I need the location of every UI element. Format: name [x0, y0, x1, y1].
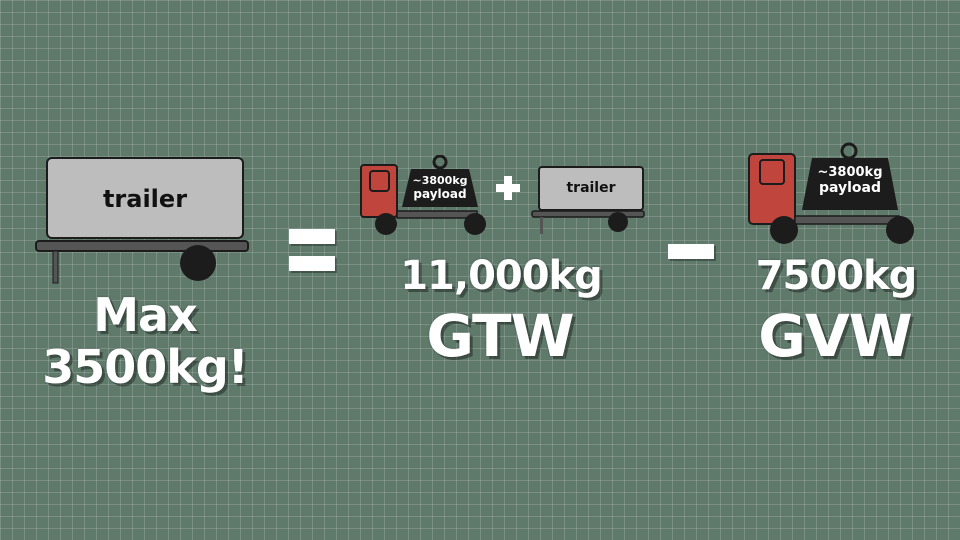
small-trailer-label: trailer [566, 180, 616, 196]
gtw-acronym: GTW [426, 302, 574, 370]
max-line-1: Max [93, 288, 198, 342]
gvw-payload-word: payload [818, 180, 882, 196]
gtw-truck: ~3800kg payload [358, 155, 488, 237]
minus-sign [668, 244, 714, 259]
equals-sign [289, 229, 335, 271]
gtw-truck-graphic [360, 155, 486, 235]
small-trailer-graphic [531, 166, 645, 234]
gtw-value: 11,000kg [400, 253, 603, 299]
big-trailer-label: trailer [102, 185, 188, 213]
big-trailer-graphic [35, 157, 249, 284]
plus-sign [496, 176, 520, 200]
gvw-value: 7500kg [755, 253, 918, 299]
gtw-payload-weight: ~3800kg [412, 174, 468, 187]
gvw-acronym: GVW [758, 302, 912, 370]
gvw-payload-weight: ~3800kg [817, 165, 883, 180]
max-line-2: 3500kg! [42, 340, 249, 394]
big-trailer: trailer [34, 155, 254, 290]
gvw-truck: ~3800kg payload [746, 142, 916, 246]
gvw-truck-graphic [748, 142, 914, 244]
gtw-payload-word: payload [413, 187, 467, 201]
small-trailer: trailer [530, 165, 650, 237]
